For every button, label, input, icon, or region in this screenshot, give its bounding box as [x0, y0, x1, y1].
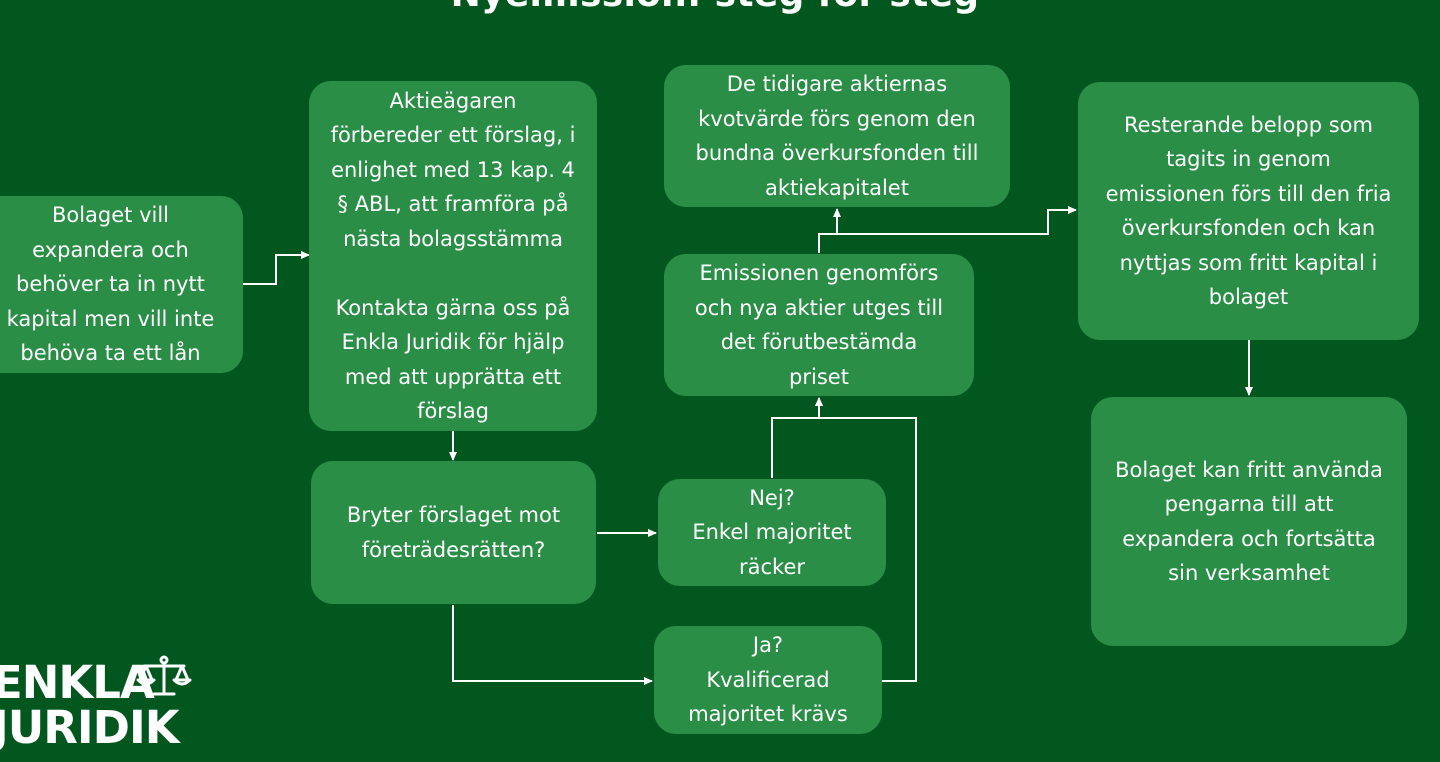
node-quota: De tidigare aktiernas kvotvärde förs gen…: [664, 65, 1010, 207]
logo-line-2: JURIDIK: [0, 701, 180, 754]
node-final: Bolaget kan fritt använda pengarna till …: [1091, 397, 1407, 646]
diagram-title: Nyemission: steg för steg: [0, 0, 1430, 15]
arrow-yes-to-emission: [815, 397, 917, 682]
logo-line-1: ENKLA: [0, 656, 155, 709]
node-start: Bolaget vill expandera och behöver ta in…: [0, 196, 243, 373]
node-question: Bryter förslaget mot företrädesrätten?: [311, 461, 596, 604]
node-yes: Ja? Kvalificerad majoritet krävs: [654, 626, 882, 734]
node-no: Nej? Enkel majoritet räcker: [658, 479, 886, 586]
scales-of-justice-icon: [136, 654, 192, 702]
node-proposal: Aktieägaren förbereder ett förslag, i en…: [309, 81, 597, 431]
arrow-no-to-emission: [771, 397, 823, 478]
arrow-emission-to-quota: [818, 208, 841, 253]
node-rest: Resterande belopp som tagits in genom em…: [1078, 82, 1419, 340]
arrow-question-to-yes: [452, 605, 653, 685]
node-emission: Emissionen genomförs och nya aktier utge…: [664, 254, 974, 396]
arrow-start-to-proposal: [243, 251, 310, 285]
arrow-emission-to-rest: [819, 206, 1077, 235]
